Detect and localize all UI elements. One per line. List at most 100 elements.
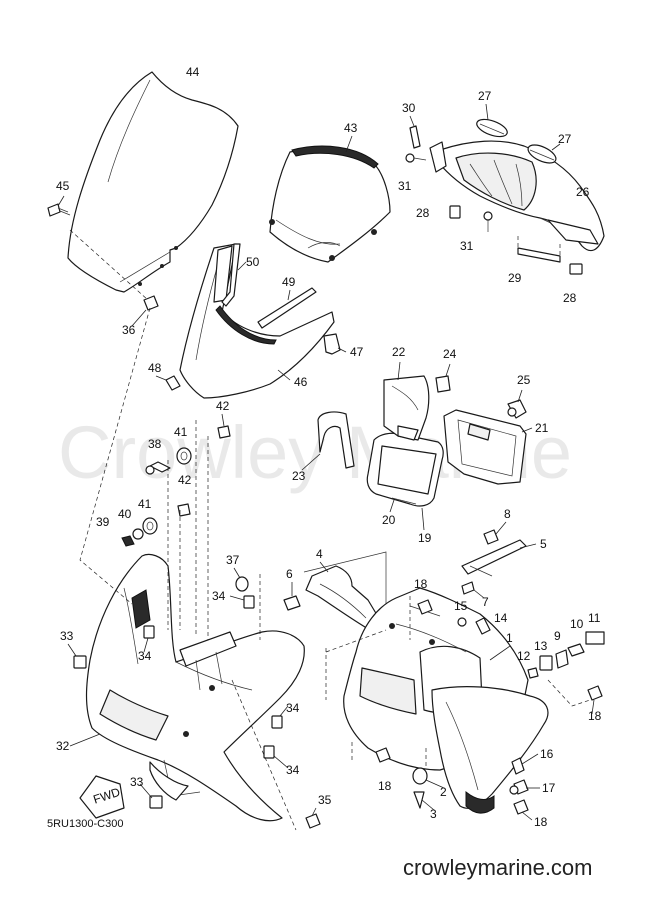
screw-part-31b [483, 211, 493, 232]
clip-part-13 [539, 655, 553, 671]
callout-28b: 28 [563, 291, 577, 305]
screw-part-42a [217, 425, 231, 439]
callout-17: 17 [542, 781, 556, 795]
screw-part-18d [513, 799, 529, 815]
callout-27b: 27 [558, 132, 572, 146]
callout-32: 32 [56, 739, 70, 753]
bolt-part-30 [409, 125, 421, 149]
callout-46: 46 [294, 375, 308, 389]
clip-part-28b [569, 263, 583, 275]
callout-35: 35 [318, 793, 332, 807]
seal-part-23 [317, 411, 355, 469]
grommet-part-2 [412, 767, 428, 785]
screw-part-8 [483, 529, 499, 545]
inner-screen-part-43 [269, 145, 391, 263]
windshield-part-44 [67, 71, 239, 293]
screw-part-38 [145, 461, 171, 475]
callout-13: 13 [534, 639, 548, 653]
clip-part-34c [271, 715, 283, 729]
screw-part-48 [165, 375, 181, 391]
glove-box-part-21 [443, 409, 527, 485]
callout-16: 16 [540, 747, 554, 761]
callout-2: 2 [440, 785, 447, 799]
cover-part-22 [383, 375, 430, 441]
callout-labels: 44 45 36 43 30 27 27 31 28 31 26 29 28 5… [56, 65, 602, 829]
trim-part-50 [221, 243, 241, 307]
callout-41a: 41 [174, 425, 188, 439]
callout-42b: 42 [178, 473, 192, 487]
lock-part-25 [507, 399, 527, 419]
callout-50: 50 [246, 255, 260, 269]
callout-30: 30 [402, 101, 416, 115]
screw-part-16 [511, 757, 525, 775]
callout-5: 5 [540, 537, 547, 551]
callout-18a: 18 [414, 577, 428, 591]
callout-18b: 18 [588, 709, 602, 723]
screw-part-31a [405, 153, 427, 163]
callout-34b: 34 [138, 649, 152, 663]
screw-part-10 [567, 643, 585, 657]
screw-part-17 [509, 779, 529, 795]
washer-part-40 [132, 528, 144, 540]
callout-9: 9 [554, 629, 561, 643]
callout-8: 8 [504, 507, 511, 521]
callout-26: 26 [576, 185, 590, 199]
site-url[interactable]: crowleymarine.com [403, 855, 593, 880]
screw-part-6 [283, 595, 301, 611]
forward-arrow-icon: FWD [79, 775, 125, 819]
side-cover-part [431, 686, 549, 814]
screw-part-18b [587, 685, 603, 701]
trim-part-49 [257, 287, 317, 329]
callout-19: 19 [418, 531, 432, 545]
callout-31a: 31 [398, 179, 412, 193]
meter-panel-part-26 [429, 140, 605, 252]
callout-29: 29 [508, 271, 522, 285]
screw-part-42b [177, 503, 191, 517]
duct-part-4 [305, 565, 381, 631]
callout-23: 23 [292, 469, 306, 483]
callout-18c: 18 [378, 779, 392, 793]
callout-14: 14 [494, 611, 508, 625]
clip-part-28a [449, 205, 461, 219]
front-cowl-part-32 [85, 553, 305, 822]
grommet-part-37 [235, 576, 249, 592]
callout-18d: 18 [534, 815, 548, 829]
pin-part-12 [527, 667, 539, 679]
callout-39: 39 [96, 515, 110, 529]
screw-part-18a [417, 599, 433, 615]
callout-49: 49 [282, 275, 296, 289]
callout-34a: 34 [212, 589, 226, 603]
callout-1: 1 [506, 631, 513, 645]
callout-41b: 41 [138, 497, 152, 511]
callout-36: 36 [122, 323, 136, 337]
callout-44: 44 [186, 65, 200, 79]
rubber-pad-part-27b [527, 144, 557, 164]
trim-strip-part-29 [517, 247, 561, 263]
bolt-part-7 [461, 581, 475, 595]
callout-34d: 34 [286, 763, 300, 777]
callout-3: 3 [430, 807, 437, 821]
callout-24: 24 [443, 347, 457, 361]
callout-25: 25 [517, 373, 531, 387]
clip-part-34b [143, 625, 155, 639]
callout-47: 47 [350, 345, 364, 359]
clip-part-33b [149, 795, 163, 809]
pad-part-11 [585, 631, 605, 645]
grommet-part-41b [142, 517, 158, 535]
bracket-part-47 [323, 333, 341, 355]
callout-21: 21 [535, 421, 549, 435]
clip-part-34d [263, 745, 275, 759]
callout-38: 38 [148, 437, 162, 451]
callout-33b: 33 [130, 775, 144, 789]
fastener-part-24 [435, 375, 451, 393]
callout-15: 15 [454, 599, 468, 613]
callout-10: 10 [570, 617, 584, 631]
callout-40: 40 [118, 507, 132, 521]
callout-7: 7 [482, 595, 489, 609]
callout-22: 22 [392, 345, 406, 359]
callout-28a: 28 [416, 206, 430, 220]
screw-part-18c [375, 747, 391, 763]
clip-part-9 [555, 649, 569, 669]
washer-part-15 [457, 617, 467, 627]
